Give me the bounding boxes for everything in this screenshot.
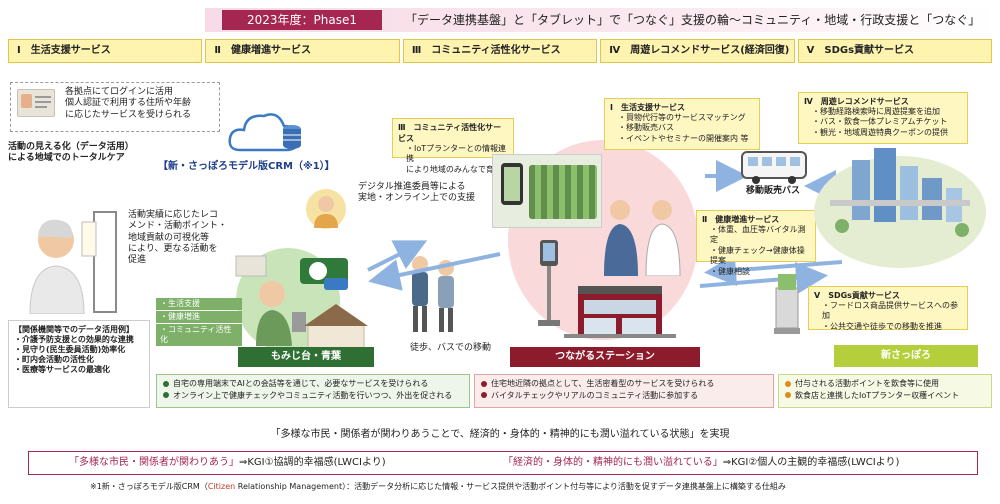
sdgs-box-item: ・フードロス商品提供サービスへの参加 xyxy=(822,301,958,321)
kgi-right-quote: 「経済的・身体的・精神的にも潤い溢れている」 xyxy=(503,457,723,468)
digital-note: デジタル推進委員等による 実地・オンライン上での支援 xyxy=(358,182,476,204)
life-service-box: Ⅰ 生活支援サービス ・買物代行等のサービスマッチング ・移動販売バス ・イベン… xyxy=(604,98,760,150)
consultation-illustration xyxy=(604,200,681,276)
bullet-item: 住宅地近隣の拠点として、生活密着型のサービスを受けられる xyxy=(481,378,767,390)
area-bullets-momijidai: 自宅の専用端末でAIとの会話等を通じて、必要なサービスを受けられる オンライン上… xyxy=(156,374,470,408)
bullet-item: オンライン上で健康チェックやコミュニティ活動を行いつつ、外出を促される xyxy=(163,390,463,402)
tablet-services: ・生活支援 ・健康増進 ・コミュニティ活性化 xyxy=(156,298,242,346)
area-bullets-shinsapporo: 付与される活動ポイントを飲食等に使用 飲食店と連携したIoTプランター収穫イベン… xyxy=(778,374,992,408)
life-box-title: Ⅰ 生活支援サービス xyxy=(610,103,685,112)
case-box: 【関係機関等でのデータ活用例】 ・介護予防支援との効果的な連携 ・見守り(民生委… xyxy=(8,320,150,408)
kgi-right-value: ⇒KGI②個人の主観的幸福感(LWCIより) xyxy=(722,457,900,468)
area-title-station: つながるステーション xyxy=(510,347,700,367)
area-title-shinsapporo: 新さっぽろ xyxy=(834,345,978,367)
bullet-item: バイタルチェックやリアルのコミュニティ活動に参加する xyxy=(481,390,767,402)
elderly-person-illustration xyxy=(29,211,117,314)
phase-label: 2023年度：Phase1 xyxy=(222,10,382,30)
case-item: ・医療等サービスの最適化 xyxy=(14,365,110,374)
life-box-item: ・イベントやセミナーの開催案内 等 xyxy=(618,133,749,143)
case-item: ・介護予防支援との効果的な連携 xyxy=(14,335,134,344)
kgi-left: 「多様な市民・関係者が関わりあう」⇒KGI①協調的幸福感(LWCIより) xyxy=(69,456,549,469)
tour-service-box: Ⅳ 周遊レコメンドサービス ・移動経路検索時に周遊提案を追加 ・バス・飲食一体プ… xyxy=(798,92,968,144)
walk-label: 徒歩、バスでの移動 xyxy=(410,343,492,353)
bus-icon xyxy=(741,151,807,184)
tour-box-item: ・移動経路検索時に周遊提案を追加 xyxy=(812,107,940,116)
visualization-note: 活動の見える化（データ活用） による地域でのトータルケア xyxy=(8,142,134,164)
crm-label: 【新・さっぽろモデル版CRM（※1）】 xyxy=(158,161,335,172)
tablet-service-item: ・コミュニティ活性化 xyxy=(156,324,242,346)
support-staff-illustration xyxy=(306,189,346,229)
login-note-box: 各拠点にてログインに活用 個人認証で利用する住所や年齢 に応じたサービスを受けら… xyxy=(10,82,220,132)
footnote-highlight: Citizen xyxy=(207,482,236,491)
footnote: ※1新・さっぽろモデル版CRM（Citizen Relationship Man… xyxy=(90,482,995,492)
community-service-box: Ⅲ コミュニティ活性化サービス ・IoTプランターとの情報連携 により地域のみん… xyxy=(392,118,514,174)
service-bar: Ⅰ 生活支援サービス Ⅱ 健康増進サービス Ⅲ コミュニティ活性化サービス Ⅳ … xyxy=(8,39,993,63)
planter-station-icon xyxy=(774,274,800,334)
goal-statement: 「多様な市民・関係者が関わりあうことで、経済的・身体的・精神的にも潤い溢れている… xyxy=(270,429,730,440)
sdgs-box-title: Ⅴ SDGs貢献サービス xyxy=(814,291,900,300)
bullet-item: 付与される活動ポイントを飲食等に使用 xyxy=(785,378,985,390)
health-box-item: ・健康相談 xyxy=(710,266,750,276)
community-box-title: Ⅲ コミュニティ活性化サービス xyxy=(398,123,502,143)
health-box-item: ・健康チェック→健康体操提案 xyxy=(710,245,805,266)
community-box-item: ・IoTプランターとの情報連携 xyxy=(406,144,507,164)
footnote-suffix: Relationship Management）：活動データ分析に応じた情報・サ… xyxy=(235,482,786,491)
city-illustration xyxy=(814,148,986,268)
tablet-service-item: ・生活支援 xyxy=(156,298,242,310)
area-title-momijidai: もみじ台・青葉 xyxy=(238,347,374,367)
health-box-item: ・体重、血圧等バイタル測定 xyxy=(710,225,806,245)
service-tour: Ⅳ 周遊レコメンドサービス(経済回復) xyxy=(600,39,795,63)
service-health: Ⅱ 健康増進サービス xyxy=(205,39,400,63)
bullet-item: 飲食店と連携したIoTプランター収穫イベント xyxy=(785,390,985,402)
life-box-item: ・移動販売バス xyxy=(618,123,674,133)
login-note-text: 各拠点にてログインに活用 個人認証で利用する住所や年齢 に応じたサービスを受けら… xyxy=(65,87,192,120)
area-bullets-station: 住宅地近隣の拠点として、生活密着型のサービスを受けられる バイタルチェックやリア… xyxy=(474,374,774,408)
sdgs-box-item: ・公共交通や徒歩での移動を推進 xyxy=(822,321,942,331)
planter-photo xyxy=(492,154,602,228)
life-box-item: ・買物代行等のサービスマッチング xyxy=(618,113,746,122)
health-box-title: Ⅱ 健康増進サービス xyxy=(702,215,780,224)
left-note: 活動実績に応じたレコ メンド・活動ポイント・ 地域貢献の可視化等 により、更なる… xyxy=(128,210,228,265)
sdgs-service-box: Ⅴ SDGs貢献サービス ・フードロス商品提供サービスへの参加 ・公共交通や徒歩… xyxy=(808,286,968,331)
case-item: ・町内会活動の活性化 xyxy=(14,355,94,364)
tour-box-title: Ⅳ 周遊レコメンドサービス xyxy=(804,97,909,106)
service-community: Ⅲ コミュニティ活性化サービス xyxy=(402,39,598,63)
page-title: 「データ連携基盤」と「タブレット」で「つなぐ」支援の輪～コミュニティ・地域・行政… xyxy=(405,13,981,27)
kgi-left-quote: 「多様な市民・関係者が関わりあう」 xyxy=(69,457,239,468)
case-box-title: 【関係機関等でのデータ活用例】 xyxy=(14,325,134,334)
tour-box-item: ・バス・飲食一体プレミアムチケット xyxy=(812,117,948,127)
kgi-box: 「多様な市民・関係者が関わりあう」⇒KGI①協調的幸福感(LWCIより) 「経済… xyxy=(28,451,978,475)
tablet-service-item: ・健康増進 xyxy=(156,311,242,323)
bullet-item: 自宅の専用端末でAIとの会話等を通じて、必要なサービスを受けられる xyxy=(163,378,463,390)
database-icon xyxy=(283,125,301,149)
kiosk-terminal-illustration xyxy=(538,240,560,326)
kgi-right: 「経済的・身体的・精神的にも潤い溢れている」⇒KGI②個人の主観的幸福感(LWC… xyxy=(503,456,975,469)
bus-label: 移動販売バス xyxy=(746,186,801,196)
id-card-icon xyxy=(17,89,55,117)
health-service-box: Ⅱ 健康増進サービス ・体重、血圧等バイタル測定 ・健康チェック→健康体操提案 … xyxy=(696,210,816,276)
footnote-prefix: ※1新・さっぽろモデル版CRM（ xyxy=(90,482,208,491)
community-box-item: により地域のみんなで育成 xyxy=(406,164,502,174)
service-life: Ⅰ 生活支援サービス xyxy=(8,39,203,63)
kgi-left-value: ⇒KGI①協調的幸福感(LWCIより) xyxy=(239,457,386,468)
case-item: ・見守り(民生委員活動)効率化 xyxy=(14,345,126,354)
service-sdgs: Ⅴ SDGs貢献サービス xyxy=(797,39,993,63)
station-building-illustration xyxy=(564,286,676,338)
tour-box-item: ・観光・地域周遊特典クーポンの提供 xyxy=(812,127,948,137)
